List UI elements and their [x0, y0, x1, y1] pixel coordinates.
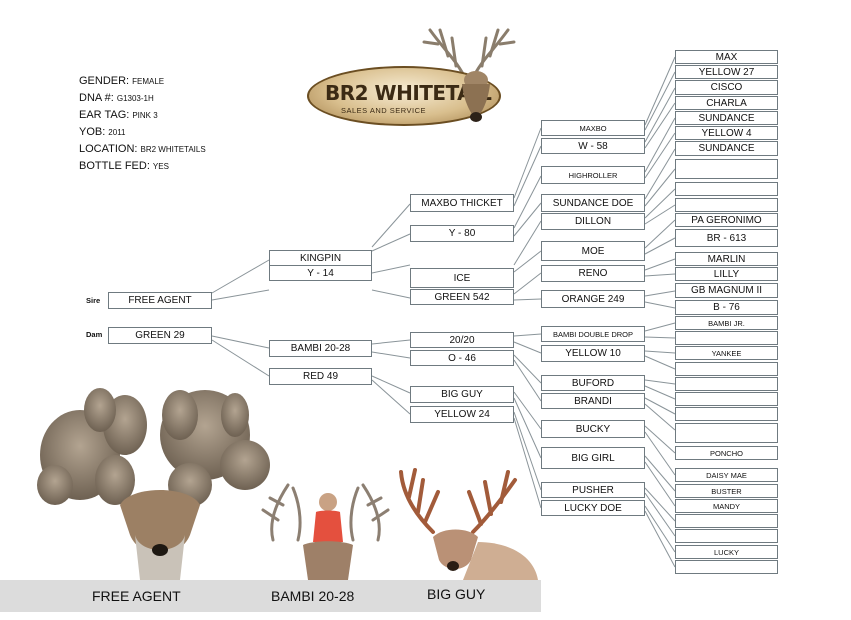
dna-label: DNA #:: [79, 92, 114, 104]
bottle-fed-row: BOTTLE FED:YES: [79, 158, 206, 175]
dna-value: G1303-1H: [116, 94, 154, 103]
gen5-box: [675, 159, 778, 179]
gen4-buford: BUFORD: [541, 375, 645, 391]
gen4-w58: W - 58: [541, 138, 645, 154]
gen5-box: YELLOW 4: [675, 126, 778, 140]
gender-value: FEMALE: [132, 77, 165, 86]
gen4-orange249: ORANGE 249: [541, 290, 645, 308]
ear-tag-value: PINK 3: [132, 111, 158, 120]
dam-label: Dam: [86, 330, 103, 339]
gen3-yellow24: YELLOW 24: [410, 406, 514, 423]
ear-tag-row: EAR TAG:PINK 3: [79, 107, 206, 124]
logo-subtitle: SALES AND SERVICE: [341, 106, 427, 115]
gen3-ice: ICE: [410, 268, 514, 288]
gen4-pusher: PUSHER: [541, 482, 645, 498]
caption-strip: [0, 580, 541, 612]
gen5-box: [675, 407, 778, 421]
gen3-o46: O - 46: [410, 350, 514, 366]
gen5-box: MARLIN: [675, 252, 778, 266]
gen4-maxbo: MAXBO: [541, 120, 645, 136]
gen4-sundance-doe: SUNDANCE DOE: [541, 194, 645, 212]
gen2-kingpin: KINGPIN: [269, 250, 372, 266]
gen5-box: DAISY MAE: [675, 468, 778, 482]
location-row: LOCATION:BR2 WHITETAILS: [79, 141, 206, 158]
free-agent-deer-photo: [37, 388, 270, 580]
caption-free-agent: FREE AGENT: [92, 588, 181, 604]
sire-box: FREE AGENT: [108, 292, 212, 309]
gen5-box: [675, 392, 778, 406]
gen4-bambi-double-drop: BAMBI DOUBLE DROP: [541, 326, 645, 342]
gen4-moe: MOE: [541, 241, 645, 261]
gen5-box: PONCHO: [675, 446, 778, 460]
gen5-box: LUCKY: [675, 545, 778, 559]
yob-label: YOB:: [79, 126, 106, 138]
gen5-box: [675, 198, 778, 212]
gen5-box: GB MAGNUM II: [675, 283, 778, 298]
gender-row: GENDER:FEMALE: [79, 73, 206, 90]
gen5-box: SUNDANCE: [675, 111, 778, 125]
gen5-box: [675, 331, 778, 345]
animal-info: GENDER:FEMALE DNA #:G1303-1H EAR TAG:PIN…: [79, 73, 206, 175]
gen5-box: [675, 514, 778, 528]
yob-row: YOB:2011: [79, 124, 206, 141]
gen4-brandi: BRANDI: [541, 393, 645, 409]
gen4-lucky-doe: LUCKY DOE: [541, 500, 645, 516]
gen4-big-girl: BIG GIRL: [541, 447, 645, 469]
dna-row: DNA #:G1303-1H: [79, 90, 206, 107]
location-label: LOCATION:: [79, 143, 138, 155]
gen5-box: SUNDANCE: [675, 141, 778, 156]
gen4-reno: RENO: [541, 265, 645, 282]
bottle-fed-label: BOTTLE FED:: [79, 160, 150, 172]
sire-label: Sire: [86, 296, 101, 305]
logo-deer-head: [462, 71, 490, 122]
bottle-fed-value: YES: [152, 162, 169, 171]
gen3-twenty-twenty: 20/20: [410, 332, 514, 348]
gen5-box: [675, 423, 778, 443]
gen3-maxbo-thicket: MAXBO THICKET: [410, 194, 514, 212]
gen4-yellow10: YELLOW 10: [541, 345, 645, 362]
gen5-box: YELLOW 27: [675, 65, 778, 79]
dam-box: GREEN 29: [108, 327, 212, 344]
bambi-deer-photo: [261, 483, 390, 580]
gen2-y14: Y - 14: [269, 265, 372, 281]
gender-label: GENDER:: [79, 75, 130, 87]
gen5-box: MANDY: [675, 499, 778, 513]
big-guy-deer-photo: [399, 468, 538, 580]
ear-tag-label: EAR TAG:: [79, 109, 130, 121]
gen5-box: CHARLA: [675, 96, 778, 110]
gen5-box: [675, 377, 778, 391]
gen5-box: [675, 182, 778, 196]
gen5-box: [675, 362, 778, 376]
gen5-box: LILLY: [675, 267, 778, 281]
gen5-box: [675, 560, 778, 574]
gen5-box: BR - 613: [675, 229, 778, 247]
gen5-box: BAMBI JR.: [675, 316, 778, 330]
gen5-box: MAX: [675, 50, 778, 64]
yob-value: 2011: [108, 128, 126, 137]
gen5-box: YANKEE: [675, 346, 778, 360]
location-value: BR2 WHITETAILS: [140, 145, 206, 154]
gen3-y80: Y - 80: [410, 225, 514, 242]
gen5-box: [675, 529, 778, 543]
gen4-bucky: BUCKY: [541, 420, 645, 438]
gen2-bambi: BAMBI 20-28: [269, 340, 372, 357]
gen3-big-guy: BIG GUY: [410, 386, 514, 403]
gen5-box: BUSTER: [675, 484, 778, 498]
gen4-dillon: DILLON: [541, 213, 645, 230]
caption-big-guy: BIG GUY: [427, 586, 486, 602]
gen4-highroller: HIGHROLLER: [541, 166, 645, 184]
gen5-box: CISCO: [675, 80, 778, 95]
caption-bambi: BAMBI 20-28: [271, 588, 355, 604]
gen5-box: B - 76: [675, 300, 778, 315]
gen5-box: PA GERONIMO: [675, 213, 778, 227]
gen3-green542: GREEN 542: [410, 289, 514, 305]
gen2-red49: RED 49: [269, 368, 372, 385]
